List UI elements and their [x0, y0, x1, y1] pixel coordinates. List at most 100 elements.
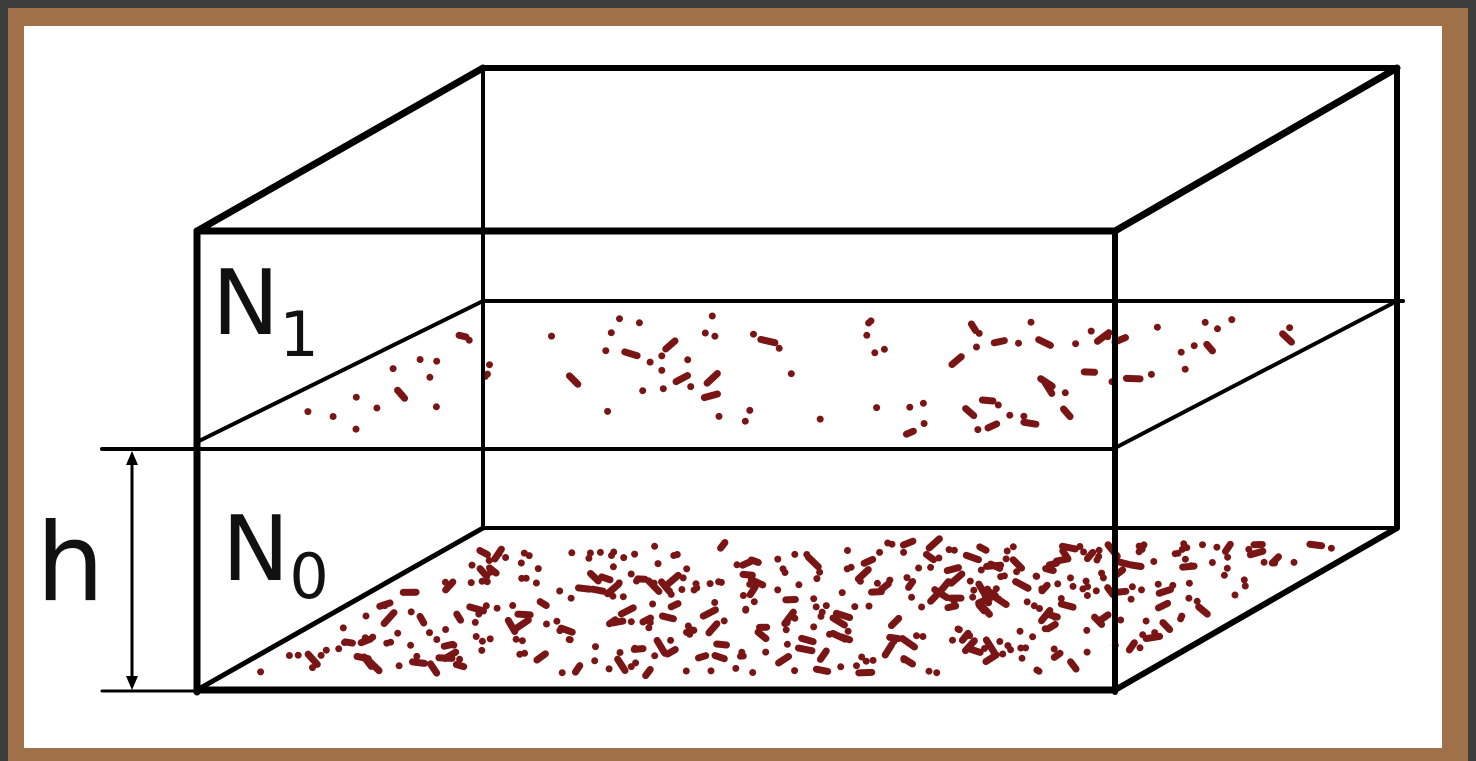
particle [1214, 325, 1221, 332]
particle [918, 604, 925, 611]
particle [591, 657, 598, 664]
particle [881, 346, 888, 353]
particle [323, 647, 330, 654]
particle [606, 665, 613, 672]
particle [658, 352, 665, 359]
particle [1067, 574, 1074, 581]
particle [592, 643, 599, 650]
particle [1080, 549, 1087, 556]
height-label: h [36, 501, 104, 626]
particle [803, 552, 823, 571]
particle [426, 629, 433, 636]
particle [813, 603, 820, 610]
particle [341, 639, 348, 646]
particle [926, 668, 933, 675]
top-left-diagonal [197, 68, 483, 231]
particle [585, 555, 592, 562]
particle [415, 612, 428, 628]
particle [866, 603, 873, 610]
particle [1015, 340, 1022, 347]
particle [1094, 557, 1101, 564]
particle [1036, 668, 1043, 675]
particle [636, 319, 643, 326]
particle [974, 426, 981, 433]
particle [740, 592, 747, 599]
particle [1066, 657, 1081, 674]
particle [1278, 329, 1297, 347]
particle [687, 383, 694, 390]
top-right-diagonal [1115, 68, 1397, 231]
particle [1028, 319, 1035, 326]
particle [699, 605, 721, 621]
particle [1093, 587, 1100, 594]
particle [631, 551, 638, 558]
particle [514, 610, 534, 618]
particle [900, 549, 907, 556]
particle [967, 578, 974, 585]
particle [1137, 644, 1144, 651]
particle [797, 634, 817, 646]
particle [693, 584, 700, 591]
particle [746, 581, 753, 588]
particle [1081, 368, 1099, 376]
particle [543, 621, 550, 628]
particle [628, 571, 635, 578]
particle [433, 358, 440, 365]
particle [1006, 412, 1013, 419]
particle [927, 564, 934, 571]
particle [1213, 544, 1220, 551]
particle [535, 597, 551, 610]
particle [452, 609, 465, 625]
particle [535, 565, 542, 572]
particle [774, 652, 794, 668]
particle [1084, 592, 1091, 599]
particle [647, 359, 654, 366]
particle [783, 626, 790, 633]
particle [469, 562, 476, 569]
particle [1059, 404, 1075, 421]
particle [1088, 328, 1095, 335]
particle [353, 426, 360, 433]
particle [655, 560, 662, 567]
particle [844, 547, 851, 554]
particle [1179, 562, 1198, 571]
particle [585, 585, 592, 592]
particle [663, 645, 680, 659]
particle [639, 387, 646, 394]
particle [990, 336, 1008, 346]
particle [651, 652, 658, 659]
particle [1020, 413, 1027, 420]
particle [1209, 559, 1216, 566]
particle [295, 652, 302, 659]
particle [557, 624, 577, 637]
particle [700, 390, 722, 402]
particle [683, 565, 690, 572]
particle [810, 595, 817, 602]
particle [880, 640, 896, 660]
particle [678, 586, 685, 593]
particle [556, 588, 563, 595]
particle [486, 557, 493, 564]
particle [949, 637, 956, 644]
particle [651, 543, 658, 550]
particle [1306, 540, 1326, 549]
particle [734, 561, 741, 568]
particle [1123, 375, 1144, 383]
particle [870, 657, 877, 664]
particle [812, 665, 831, 675]
particle [702, 369, 722, 389]
particle [1007, 646, 1014, 653]
particle [791, 667, 798, 674]
particle [390, 365, 397, 372]
particle [889, 541, 896, 548]
particle [774, 556, 781, 563]
particle [1150, 558, 1157, 565]
particle [373, 405, 380, 412]
particle [564, 371, 582, 389]
particle [396, 662, 403, 669]
particle [1117, 617, 1124, 624]
particle [868, 317, 875, 324]
particle [532, 649, 550, 665]
particle [568, 549, 575, 556]
particle [435, 654, 455, 662]
